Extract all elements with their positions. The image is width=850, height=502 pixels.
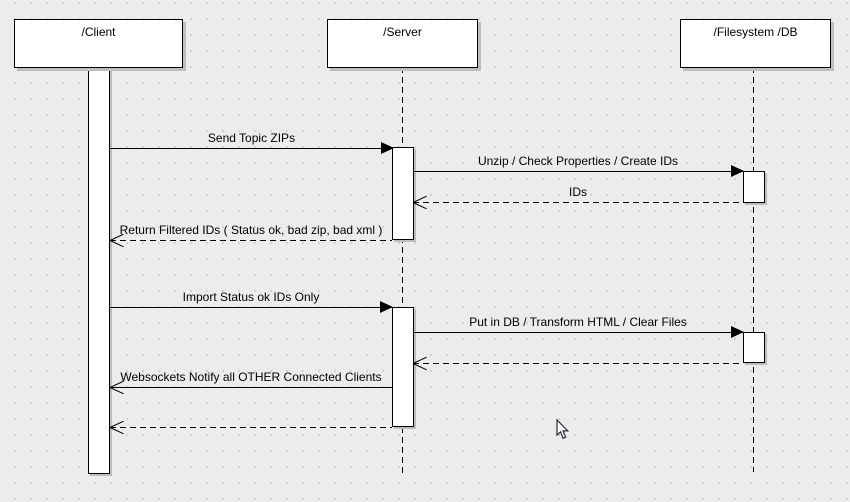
open-arrowhead-icon — [110, 387, 124, 388]
message-line — [110, 307, 392, 308]
actor-label: /Client — [81, 25, 116, 39]
open-arrowhead-icon — [413, 202, 427, 203]
filled-arrowhead-icon — [731, 165, 744, 177]
activation-filesystem-1[interactable] — [743, 171, 765, 203]
filled-arrowhead-icon — [731, 326, 744, 338]
message-line — [413, 171, 743, 172]
lifeline-filesystem-db[interactable] — [753, 67, 754, 472]
lifeline-server[interactable] — [402, 67, 403, 473]
actor-label: /Filesystem /DB — [713, 25, 798, 39]
message-line — [413, 332, 743, 333]
message-unzip-check-create[interactable]: Unzip / Check Properties / Create IDs — [413, 154, 744, 177]
activation-server-2[interactable] — [392, 307, 414, 427]
message-put-in-db[interactable]: Put in DB / Transform HTML / Clear Files — [413, 315, 744, 338]
filled-arrowhead-icon — [381, 142, 394, 154]
filled-arrowhead-icon — [380, 301, 393, 313]
message-label: Websockets Notify all OTHER Connected Cl… — [120, 370, 382, 384]
activation-server-1[interactable] — [392, 147, 414, 240]
message-return-filtered-ids[interactable]: Return Filtered IDs ( Status ok, bad zip… — [110, 223, 392, 241]
message-import-status-ok[interactable]: Import Status ok IDs Only — [110, 290, 393, 313]
message-websockets-notify[interactable]: Websockets Notify all OTHER Connected Cl… — [110, 370, 392, 388]
activation-filesystem-2[interactable] — [743, 332, 765, 363]
message-line — [413, 202, 743, 203]
actor-label: /Server — [383, 25, 422, 39]
open-arrowhead-icon — [110, 427, 124, 428]
message-label: Send Topic ZIPs — [207, 131, 296, 145]
message-label: IDs — [569, 185, 587, 199]
open-arrowhead-icon — [413, 363, 427, 364]
actor-box-client[interactable]: /Client — [14, 19, 183, 68]
mouse-cursor-icon — [556, 419, 570, 440]
activation-client[interactable] — [88, 67, 110, 474]
message-label: Return Filtered IDs ( Status ok, bad zip… — [119, 223, 383, 237]
message-final-return[interactable] — [110, 427, 392, 428]
actor-box-filesystem-db[interactable]: /Filesystem /DB — [680, 19, 831, 68]
open-arrowhead-icon — [110, 240, 124, 241]
actor-box-server[interactable]: /Server — [327, 19, 478, 68]
message-label: Import Status ok IDs Only — [182, 290, 320, 304]
message-ids-return[interactable]: IDs — [413, 185, 743, 203]
message-label: Unzip / Check Properties / Create IDs — [477, 154, 679, 168]
message-line — [413, 363, 743, 364]
message-line — [110, 427, 392, 428]
message-line — [110, 387, 392, 388]
message-label: Put in DB / Transform HTML / Clear Files — [469, 315, 687, 329]
message-send-topic-zips[interactable]: Send Topic ZIPs — [110, 131, 394, 154]
message-line — [110, 148, 393, 149]
message-line — [110, 240, 392, 241]
message-filesystem-return[interactable] — [413, 363, 743, 364]
